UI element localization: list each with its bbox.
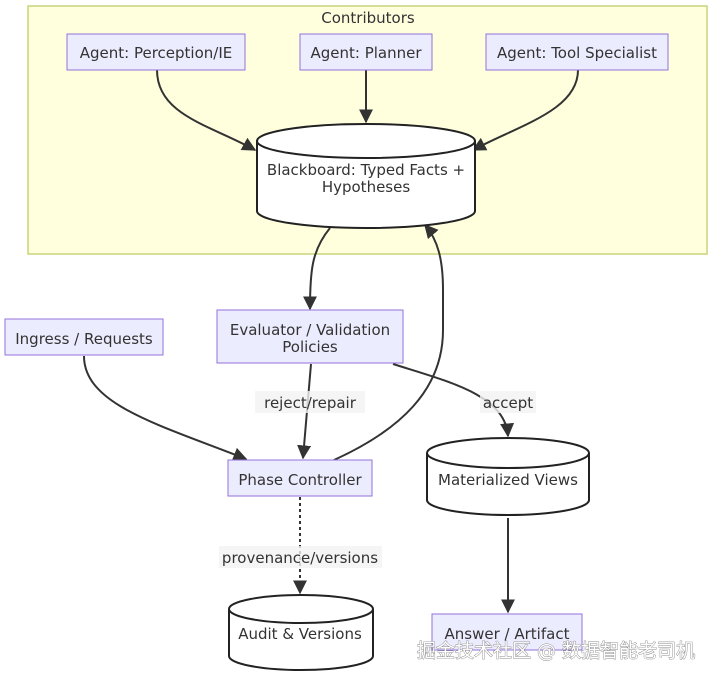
node-evaluator-label-line2: Policies: [282, 338, 338, 356]
edge-label-provenance-versions: provenance/versions: [219, 546, 382, 568]
node-audit-versions[interactable]: Audit & Versions: [227, 594, 374, 671]
node-blackboard-label-line1: Blackboard: Typed Facts +: [267, 161, 465, 179]
watermark-text: 掘金技术社区 @ 数据智能老司机: [417, 640, 695, 662]
node-agent-tool-specialist-label: Agent: Tool Specialist: [497, 44, 657, 62]
edge-evaluator-to-views: [392, 363, 515, 438]
edge-blackboard-to-evaluator: [303, 227, 331, 311]
edge-tool-to-blackboard: [471, 69, 579, 151]
edge-label-accept: accept: [480, 391, 536, 413]
edges: [83, 69, 579, 614]
edge-label-accept-text: accept: [483, 394, 533, 412]
node-agent-tool-specialist[interactable]: Agent: Tool Specialist: [485, 33, 669, 71]
subgraph-contributors-title: Contributors: [321, 9, 415, 27]
node-ingress-label: Ingress / Requests: [15, 330, 153, 348]
node-phase-controller[interactable]: Phase Controller: [227, 459, 373, 497]
edge-ingress-to-phase: [83, 355, 248, 461]
node-agent-planner[interactable]: Agent: Planner: [299, 33, 433, 71]
node-agent-planner-label: Agent: Planner: [310, 44, 422, 62]
node-audit-versions-label: Audit & Versions: [238, 625, 362, 643]
edge-label-reject-repair: reject/repair: [255, 391, 365, 413]
edge-label-reject-repair-text: reject/repair: [264, 394, 357, 412]
node-evaluator-label-line1: Evaluator / Validation: [230, 321, 390, 339]
node-agent-perception[interactable]: Agent: Perception/IE: [66, 33, 246, 71]
node-evaluator[interactable]: Evaluator / Validation Policies: [216, 309, 404, 364]
node-materialized-views[interactable]: Materialized Views: [425, 437, 590, 516]
edge-label-provenance-versions-text: provenance/versions: [222, 549, 378, 567]
node-blackboard[interactable]: Blackboard: Typed Facts + Hypotheses: [255, 123, 476, 229]
edge-perception-to-blackboard: [156, 69, 257, 151]
node-answer-artifact-label: Answer / Artifact: [445, 625, 570, 643]
edge-phase-to-blackboard: [333, 223, 444, 461]
node-blackboard-label-line2: Hypotheses: [322, 178, 411, 196]
node-answer-artifact[interactable]: Answer / Artifact: [431, 613, 583, 651]
node-materialized-views-label: Materialized Views: [438, 471, 578, 489]
node-ingress[interactable]: Ingress / Requests: [4, 318, 164, 356]
node-agent-perception-label: Agent: Perception/IE: [80, 44, 232, 62]
node-phase-controller-label: Phase Controller: [238, 471, 362, 489]
